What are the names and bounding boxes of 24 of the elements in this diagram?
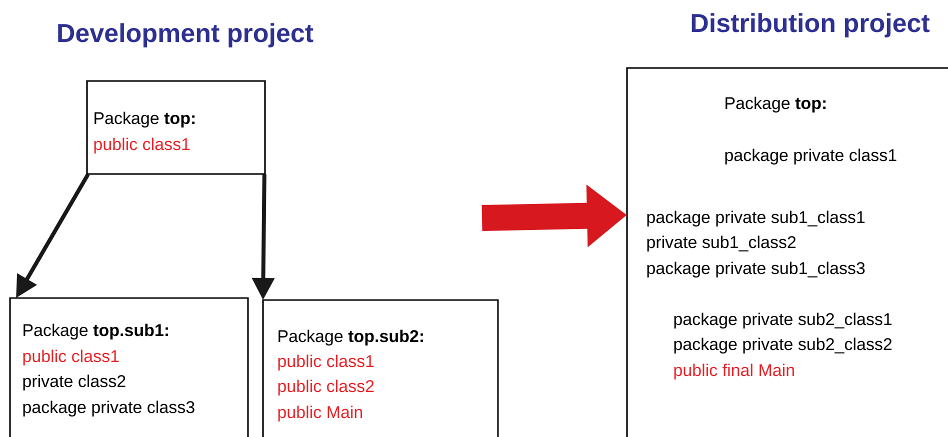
class-entry: public class1 — [278, 354, 374, 371]
package-heading: Package top.sub2: — [278, 330, 423, 346]
class-entry: private class2 — [23, 374, 126, 391]
class-entry: public class1 — [23, 350, 119, 366]
class-entry: package private class1 — [725, 148, 896, 165]
class-entry: package private sub2_class2 — [674, 338, 892, 354]
class-entry: package private sub1_class3 — [647, 262, 865, 278]
package-box — [626, 67, 948, 437]
class-entry: public Main — [278, 406, 362, 422]
class-entry: package private class3 — [23, 400, 194, 417]
package-box — [86, 80, 266, 175]
package-heading: Package top: — [726, 96, 826, 113]
heading: Development project — [58, 23, 314, 48]
class-entry: package private sub2_class1 — [674, 312, 892, 329]
class-entry: package private sub1_class1 — [647, 210, 865, 227]
package-heading: Package top: — [94, 112, 195, 128]
package-heading: Package top.sub1: — [24, 324, 168, 340]
class-entry: public class2 — [278, 380, 374, 396]
class-entry: private sub1_class2 — [647, 236, 796, 252]
class-entry: public class1 — [94, 138, 190, 154]
class-entry: public final Main — [674, 364, 794, 380]
heading: Distribution project — [692, 13, 930, 38]
package-box — [9, 297, 249, 437]
package-box — [262, 299, 499, 437]
